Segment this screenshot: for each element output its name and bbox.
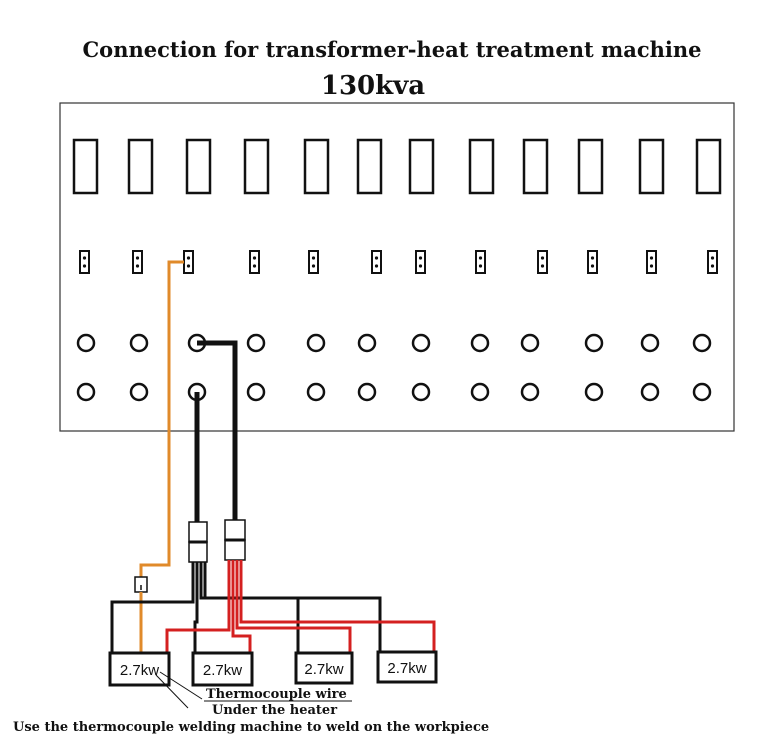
output-terminal-top-6	[357, 333, 377, 353]
heater-3: 2.7kw	[294, 651, 354, 685]
heater-3-label: 2.7kw	[304, 661, 343, 678]
thermocouple-socket-2	[132, 250, 143, 274]
return-wires	[165, 560, 436, 655]
output-terminal-top-9	[520, 333, 540, 353]
output-terminal-top-7	[411, 333, 431, 353]
breaker-8	[468, 138, 495, 195]
output-terminal-bottom-4	[246, 382, 266, 402]
output-terminal-bottom-2	[129, 382, 149, 402]
thermocouple-socket-1	[79, 250, 90, 274]
output-terminal-bottom-7	[411, 382, 431, 402]
diagram-title: Connection for transformer-heat treatmen…	[82, 37, 701, 62]
output-terminal-bottom-12	[692, 382, 712, 402]
heater-2-label: 2.7kw	[203, 662, 242, 679]
heater-4: 2.7kw	[376, 650, 438, 684]
thermocouple-socket-10	[587, 250, 598, 274]
output-terminal-bottom-5	[306, 382, 326, 402]
thermocouple-socket-7	[415, 250, 426, 274]
heater-2: 2.7kw	[191, 651, 254, 687]
thermocouple-socket-5	[308, 250, 319, 274]
leader-line-2	[155, 674, 189, 709]
heater-4-label: 2.7kw	[387, 660, 426, 677]
machine-panel	[59, 102, 735, 432]
breaker-row	[72, 138, 722, 195]
thermocouple-wire-label: Thermocouple wire	[206, 687, 347, 702]
thermocouple-socket-4	[249, 250, 260, 274]
inline-connector-left	[188, 521, 208, 563]
thermocouple-wire-upper	[139, 260, 184, 582]
output-terminal-top-5	[306, 333, 326, 353]
thermocouple-socket-8	[475, 250, 486, 274]
breaker-4	[243, 138, 270, 195]
thermocouple-socket-11	[646, 250, 657, 274]
output-terminal-top-2	[129, 333, 149, 353]
output-terminal-top-12	[692, 333, 712, 353]
breaker-12	[695, 138, 722, 195]
breaker-7	[408, 138, 435, 195]
thermocouple-socket-3	[183, 250, 194, 274]
breaker-9	[522, 138, 549, 195]
output-terminal-top-1	[76, 333, 96, 353]
output-terminal-row-top	[76, 333, 712, 353]
under-heater-label: Under the heater	[212, 703, 337, 718]
heater-1-label: 2.7kw	[120, 662, 159, 679]
output-terminal-bottom-6	[357, 382, 377, 402]
output-terminal-bottom-8	[470, 382, 490, 402]
heater-1: 2.7kw	[108, 651, 171, 687]
output-terminal-top-4	[246, 333, 266, 353]
inline-connector-right	[224, 519, 246, 561]
thermocouple-socket-6	[371, 250, 382, 274]
breaker-5	[303, 138, 330, 195]
breaker-6	[356, 138, 383, 195]
output-terminal-bottom-9	[520, 382, 540, 402]
diagram-subtitle: 130kva	[321, 71, 425, 101]
supply-wires	[110, 562, 382, 655]
thermocouple-socket-9	[537, 250, 548, 274]
breaker-3	[185, 138, 212, 195]
output-terminal-top-10	[584, 333, 604, 353]
thermocouple-socket-12	[707, 250, 718, 274]
leader-line-1	[159, 671, 203, 700]
output-terminal-bottom-11	[640, 382, 660, 402]
weld-note: Use the thermocouple welding machine to …	[13, 720, 489, 735]
power-cable-top	[197, 340, 238, 522]
breaker-1	[72, 138, 99, 195]
breaker-10	[577, 138, 604, 195]
output-terminal-bottom-1	[76, 382, 96, 402]
output-terminal-top-8	[470, 333, 490, 353]
breaker-11	[638, 138, 665, 195]
breaker-2	[127, 138, 154, 195]
output-terminal-bottom-10	[584, 382, 604, 402]
thermocouple-socket-row	[79, 250, 718, 274]
output-terminal-top-11	[640, 333, 660, 353]
